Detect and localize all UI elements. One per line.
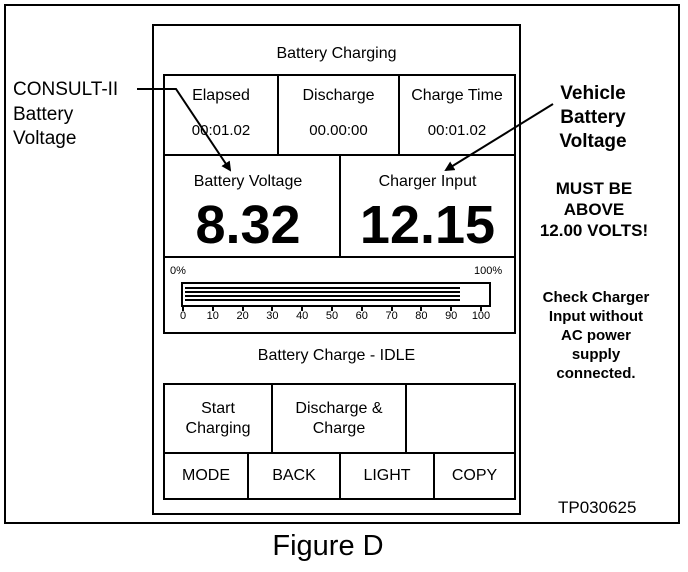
progress-tick-label: 70 <box>385 310 398 322</box>
light-button[interactable]: LIGHT <box>363 467 411 484</box>
warning-line2: ABOVE <box>563 200 625 219</box>
check-line1: Check Charger <box>542 289 650 306</box>
figure-frame <box>4 4 680 524</box>
check-line3: AC power <box>560 327 631 344</box>
progress-tick <box>360 307 363 311</box>
progress-ticks <box>181 307 491 313</box>
timer-discharge-label: Discharge <box>302 87 375 104</box>
left-callout-arrow <box>137 88 232 172</box>
callout-consult-ii-line1: CONSULT-II <box>13 79 119 100</box>
timer-charge-time-label: Charge Time <box>411 87 503 104</box>
progress-tick-label: 60 <box>355 310 368 322</box>
progress-tick <box>271 307 274 311</box>
progress-tick <box>480 307 482 311</box>
warning-line3: 12.00 VOLTS! <box>539 221 649 240</box>
charge-progress-bar <box>181 282 491 307</box>
progress-tick-labels: 0 10 20 30 40 50 60 70 80 90 100 <box>180 310 491 324</box>
start-charging-button[interactable]: Start Charging <box>185 399 251 437</box>
mode-button[interactable]: MODE <box>182 467 230 484</box>
progress-tick <box>420 307 423 311</box>
progress-tick <box>241 307 244 311</box>
check-line4: supply <box>571 346 621 363</box>
battery-voltage-label: Battery Voltage <box>193 173 303 190</box>
discharge-charge-button[interactable]: Discharge & Charge <box>295 399 383 437</box>
check-line2: Input without <box>548 308 644 325</box>
charger-input-label: Charger Input <box>378 173 477 190</box>
timer-discharge-value: 00.00:00 <box>309 122 368 139</box>
progress-min-label: 0% <box>170 265 186 277</box>
callout-consult-ii-line2: Battery <box>13 104 74 125</box>
warning-line1: MUST BE <box>555 179 633 198</box>
screen-title: Battery Charging <box>276 45 397 62</box>
charge-status: Battery Charge - IDLE <box>257 347 416 364</box>
progress-tick <box>301 307 304 311</box>
progress-tick-label: 0 <box>179 310 187 322</box>
timer-elapsed-label: Elapsed <box>192 87 250 104</box>
progress-tick <box>211 307 214 311</box>
callout-vehicle-line1: Vehicle <box>560 83 626 104</box>
progress-tick-label: 100 <box>471 310 491 322</box>
callout-consult-ii-line3: Voltage <box>13 128 77 149</box>
readings-panel: Battery Voltage 8.32 Charger Input 12.15… <box>163 154 516 334</box>
check-line5: connected. <box>556 365 636 382</box>
button-grid: Start Charging Discharge & Charge MODE B… <box>163 383 516 500</box>
callout-vehicle-line3: Voltage <box>559 131 627 152</box>
timer-charge-time-value: 00:01.02 <box>427 122 487 139</box>
progress-tick-label: 10 <box>206 310 219 322</box>
progress-tick-label: 90 <box>445 310 458 322</box>
progress-tick <box>450 307 453 311</box>
progress-tick <box>390 307 393 311</box>
charger-input-value: 12.15 <box>359 195 496 255</box>
progress-tick-label: 80 <box>415 310 428 322</box>
progress-tick <box>331 307 333 311</box>
back-button[interactable]: BACK <box>272 467 316 484</box>
progress-tick-label: 30 <box>266 310 279 322</box>
right-callout-arrow <box>444 103 554 172</box>
progress-tick-label: 20 <box>236 310 249 322</box>
progress-tick <box>182 307 184 311</box>
copy-button[interactable]: COPY <box>451 467 498 484</box>
progress-max-label: 100% <box>474 265 503 277</box>
consult-screen: Battery Charging Elapsed 00:01.02 Discha… <box>152 24 521 515</box>
progress-tick-label: 50 <box>325 310 339 322</box>
figure-caption: Figure D <box>272 530 384 562</box>
progress-tick-label: 40 <box>296 310 309 322</box>
callout-vehicle-line2: Battery <box>560 107 626 128</box>
battery-voltage-value: 8.32 <box>195 195 301 255</box>
charge-progress-fill <box>185 287 460 302</box>
figure-code: TP030625 <box>558 498 637 517</box>
